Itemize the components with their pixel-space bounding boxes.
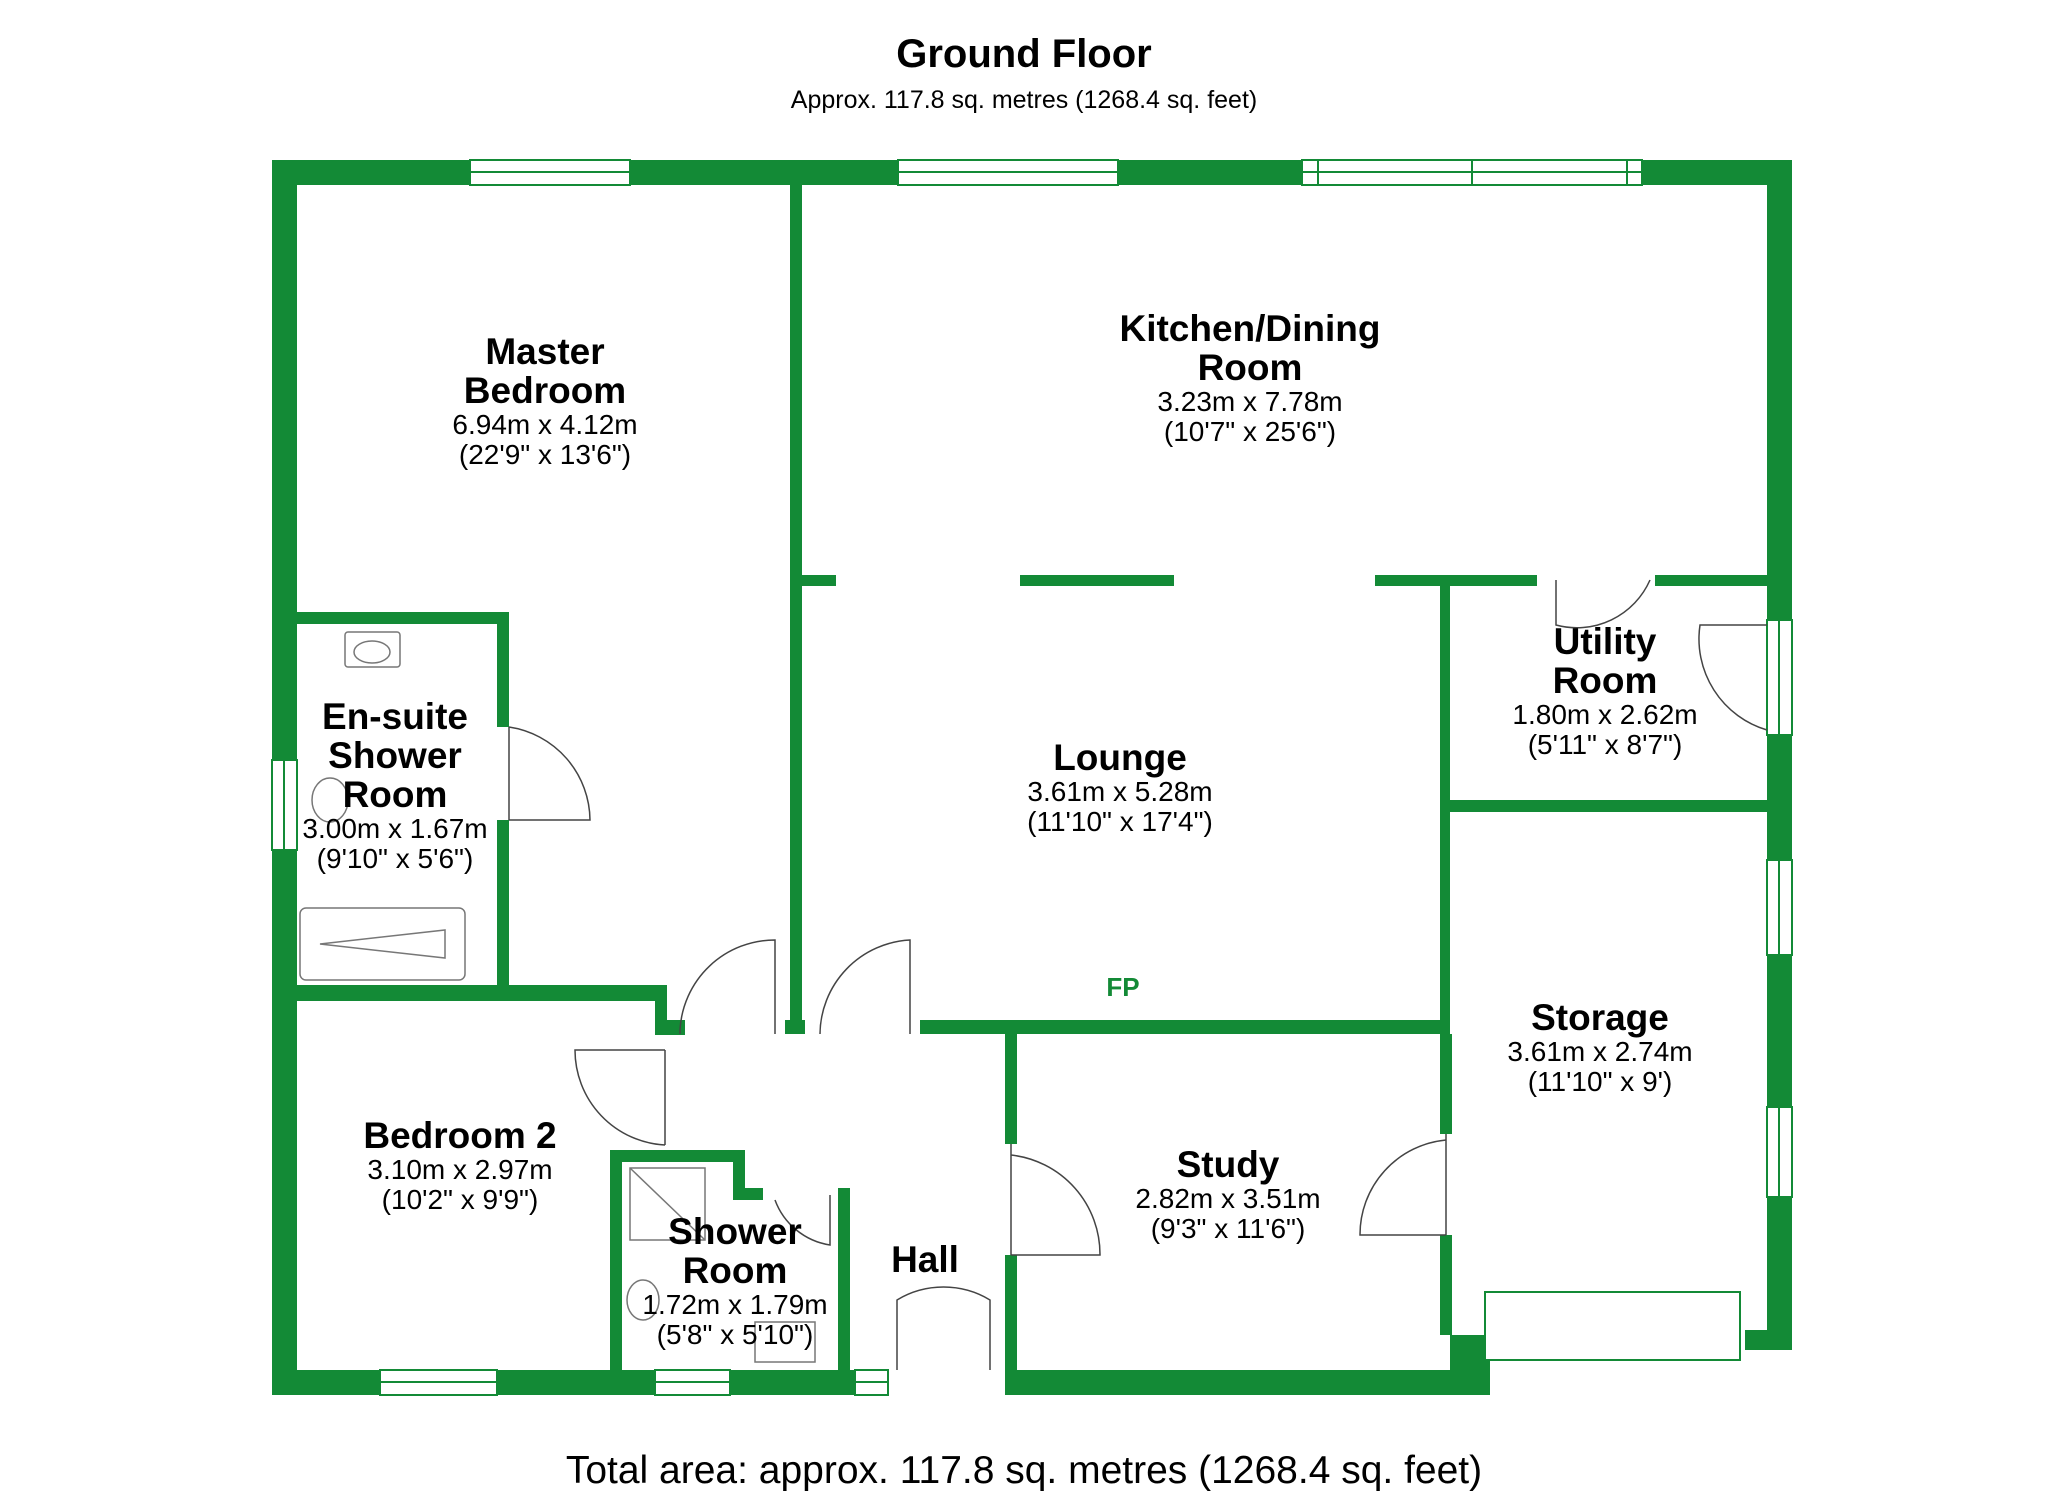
wall-shower-tray-bottom [733,1188,763,1200]
room-study: Study 2.82m x 3.51m (9'3" x 11'6") [1108,1145,1348,1244]
door-ensuite [508,726,591,821]
wall-lounge-bottom-b [920,1020,1450,1034]
basin-shower [754,1321,816,1363]
wall-master-kitchen [790,185,802,1027]
room-dimensions-imperial: (10'2" x 9'9") [381,1184,539,1215]
wall-hall-nub [667,1020,685,1035]
wall-ensuite-right-lower [497,820,509,990]
room-storage: Storage 3.61m x 2.74m (11'10" x 9') [1480,998,1720,1097]
room-dimensions-imperial: (5'8" x 5'10") [656,1319,814,1350]
room-name: En-suite [322,696,468,737]
windows [271,159,1793,1396]
room-kitchen-dining: Kitchen/Dining Room 3.23m x 7.78m (10'7"… [1100,309,1400,447]
storage-bench [1484,1291,1741,1361]
wall-study-left-upper [1005,1034,1017,1144]
room-name: Master [485,331,605,372]
shower-tray [629,1167,706,1241]
room-name: Room [682,1250,788,1291]
wall-kitchen-lounge-c [1375,575,1537,586]
room-dimensions-metric: 2.82m x 3.51m [1135,1183,1321,1214]
room-dimensions-metric: 1.72m x 1.79m [642,1289,828,1320]
room-name: Storage [1531,997,1669,1038]
total-area: Total area: approx. 117.8 sq. metres (12… [565,1449,1483,1492]
room-hall: Hall [870,1240,980,1279]
door-storage [1359,1134,1447,1236]
room-dimensions-imperial: (22'9" x 13'6") [458,439,632,470]
room-dimensions-metric: 3.00m x 1.67m [302,813,488,844]
room-dimensions-metric: 3.23m x 7.78m [1157,386,1343,417]
wall-utility-top-right [1655,575,1770,586]
wall-hall-stub [655,985,667,1035]
door-shower [774,1195,831,1246]
wall-study-left-lower [1005,1255,1017,1375]
room-name: Bedroom 2 [363,1115,557,1156]
room-name: Shower [328,735,462,776]
wall-shower-left [610,1150,622,1372]
room-dimensions-imperial: (5'11" x 8'7") [1527,729,1683,760]
door-master [679,939,776,1034]
door-front [896,1286,991,1370]
wall-study-storage-lower [1440,1235,1452,1335]
wall-study-storage-upper [1440,1034,1452,1134]
room-dimensions-metric: 6.94m x 4.12m [452,409,638,440]
room-dimensions-imperial: (11'10" x 9') [1527,1066,1673,1097]
wall-kitchen-lounge-b [1020,575,1174,586]
room-dimensions-imperial: (9'3" x 11'6") [1150,1213,1306,1244]
room-name: Study [1176,1144,1280,1185]
room-dimensions-imperial: (11'10" x 17'4") [1027,806,1213,837]
room-bedroom-2: Bedroom 2 3.10m x 2.97m (10'2" x 9'9") [340,1116,580,1215]
outer-wall-bottom-left [272,1370,872,1395]
storage-bottom-right [1745,1330,1792,1350]
room-name: Bedroom [463,370,627,411]
toilet-shower [626,1279,660,1321]
room-dimensions-imperial: (9'10" x 5'6") [316,843,474,874]
room-name: Lounge [1053,737,1187,778]
bath-ensuite [299,907,466,981]
door-study [1010,1144,1101,1256]
room-utility: Utility Room 1.80m x 2.62m (5'11" x 8'7"… [1490,622,1720,760]
wall-ensuite-right-upper [497,612,509,727]
room-name: Room [1552,660,1658,701]
storage-bottom-step [1450,1335,1490,1395]
basin-ensuite [344,631,401,668]
door-utility-inner [1555,579,1651,629]
room-name: Room [1197,347,1303,388]
room-dimensions-metric: 3.61m x 2.74m [1507,1036,1693,1067]
room-lounge: Lounge 3.61m x 5.28m (11'10" x 17'4") [1000,738,1240,837]
wall-ensuite-top [297,612,509,624]
door-utility-outer [1698,624,1768,731]
room-name: Hall [891,1239,959,1280]
room-dimensions-imperial: (10'7" x 25'6") [1163,416,1337,447]
wall-utility-bottom [1440,800,1770,812]
wall-shower-tray-side [733,1150,745,1200]
room-dimensions-metric: 3.10m x 2.97m [367,1154,553,1185]
page-title: Ground Floor [896,32,1152,76]
page-subtitle: Approx. 117.8 sq. metres (1268.4 sq. fee… [790,86,1258,114]
wall-shower-top [610,1150,745,1162]
outer-wall-right-lower [1767,740,1792,1350]
outer-wall-bottom-right [1005,1370,1465,1395]
wall-kitchen-lounge-a [790,575,836,586]
wall-ensuite-bottom [297,985,667,1001]
wall-lounge-bottom-a [785,1020,805,1034]
room-ensuite: En-suite Shower Room 3.00m x 1.67m (9'10… [285,697,505,874]
room-name: Shower [668,1211,802,1252]
room-shower: Shower Room 1.72m x 1.79m (5'8" x 5'10") [620,1212,850,1350]
room-dimensions-metric: 1.80m x 2.62m [1512,699,1698,730]
door-lounge [819,939,911,1035]
toilet-ensuite [311,777,349,823]
room-name: Room [342,774,448,815]
room-master-bedroom: Master Bedroom 6.94m x 4.12m (22'9" x 13… [420,332,670,470]
wall-shower-right [838,1188,850,1374]
room-name: Kitchen/Dining [1119,308,1381,349]
fireplace-label: FP [1106,972,1140,1002]
door-bedroom2 [574,1049,666,1146]
fixtures [299,631,816,1363]
room-dimensions-metric: 3.61m x 5.28m [1027,776,1213,807]
room-name: Utility [1553,621,1657,662]
doors [508,579,1768,1370]
